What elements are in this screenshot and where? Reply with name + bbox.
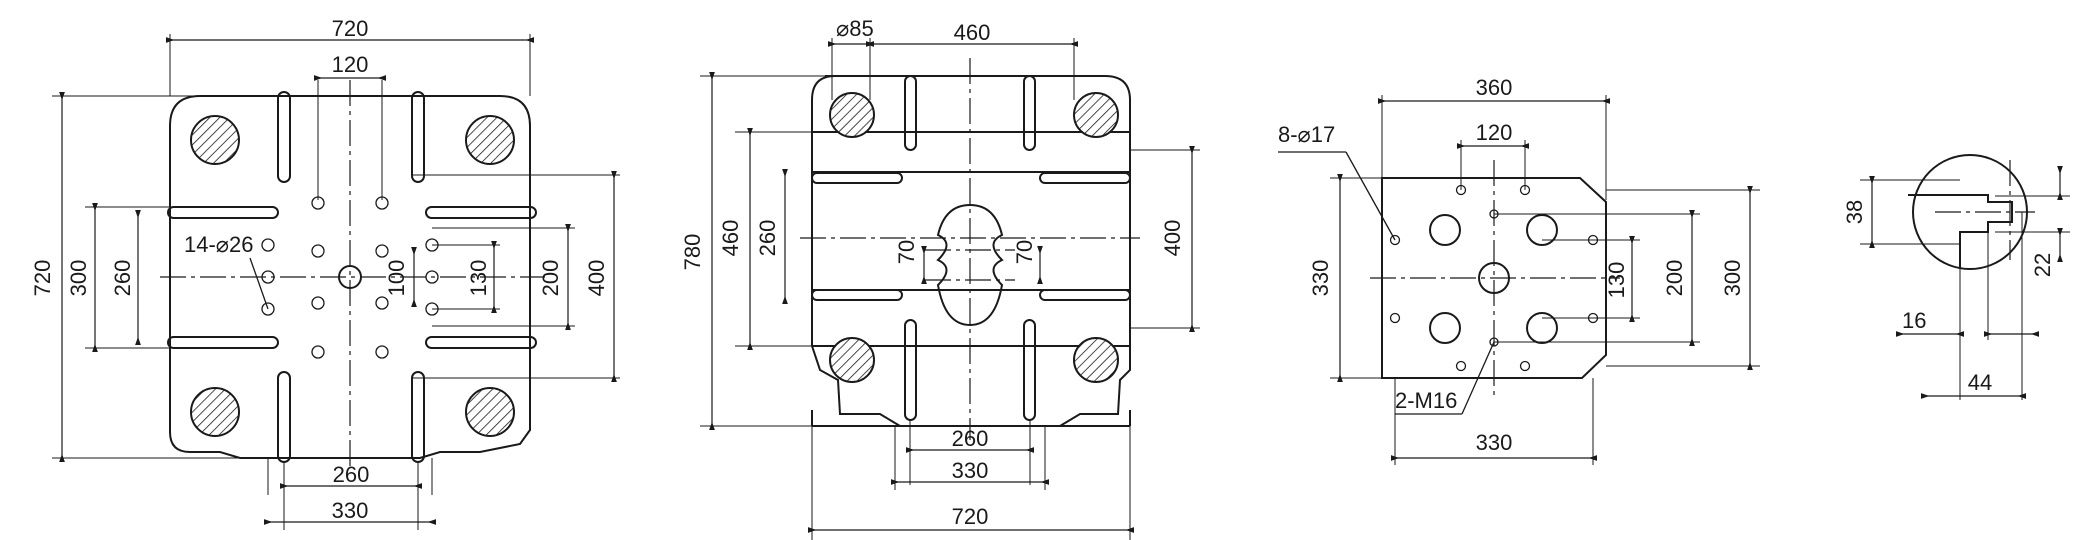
v2-460-dim: 460 bbox=[718, 220, 743, 257]
v4-44-dim: 44 bbox=[1968, 370, 1992, 395]
v2-hole-dim: ⌀85 bbox=[836, 16, 874, 41]
v1-100-dim: 100 bbox=[384, 260, 409, 297]
platen-view-1: 720 120 720 300 260 14-⌀26 100 130 200 4… bbox=[30, 16, 620, 530]
v4-38-dim: 38 bbox=[1842, 200, 1867, 224]
platen-view-3: 360 120 8-⌀17 330 130 200 300 2-M16 330 bbox=[1278, 75, 1760, 465]
nozzle-detail-view: 38 22 16 44 bbox=[1842, 154, 2070, 400]
v2-bottom-720: 720 bbox=[952, 504, 989, 529]
v3-top-120: 120 bbox=[1476, 120, 1513, 145]
v3-bottom-330: 330 bbox=[1476, 430, 1513, 455]
v2-bottom-330: 330 bbox=[952, 458, 989, 483]
v2-260-dim: 260 bbox=[755, 220, 780, 257]
v2-slot-70b: 70 bbox=[1012, 240, 1037, 264]
v3-200-dim: 200 bbox=[1662, 260, 1687, 297]
v1-260-dim: 260 bbox=[110, 260, 135, 297]
v3-top-360: 360 bbox=[1476, 75, 1513, 100]
v2-400-dim: 400 bbox=[1160, 220, 1185, 257]
v4-22-dim: 22 bbox=[2030, 253, 2055, 277]
v3-330-dim: 330 bbox=[1308, 260, 1333, 297]
platen-view-2: ⌀85 460 780 460 260 70 70 400 260 330 72… bbox=[680, 16, 1200, 540]
v4-16-dim: 16 bbox=[1902, 308, 1926, 333]
v2-top-460: 460 bbox=[954, 20, 991, 45]
v1-200-dim: 200 bbox=[538, 260, 563, 297]
v1-bottom-330: 330 bbox=[332, 498, 369, 523]
v3-130-dim: 130 bbox=[1604, 262, 1629, 299]
v2-bottom-260: 260 bbox=[952, 426, 989, 451]
v1-130-dim: 130 bbox=[466, 260, 491, 297]
v1-400-dim: 400 bbox=[584, 260, 609, 297]
v1-300-dim: 300 bbox=[66, 260, 91, 297]
v3-300-dim: 300 bbox=[1720, 260, 1745, 297]
v3-holes-callout: 8-⌀17 bbox=[1278, 122, 1335, 147]
v2-height-dim: 780 bbox=[680, 234, 705, 271]
v2-slot-70a: 70 bbox=[894, 240, 919, 264]
v1-inner-dim: 120 bbox=[332, 52, 369, 77]
v1-bottom-260: 260 bbox=[333, 462, 370, 487]
v1-holes-callout: 14-⌀26 bbox=[184, 232, 254, 257]
v1-width-dim: 720 bbox=[332, 16, 369, 41]
v3-thread-callout: 2-M16 bbox=[1395, 388, 1457, 413]
v1-height-dim: 720 bbox=[30, 260, 55, 297]
